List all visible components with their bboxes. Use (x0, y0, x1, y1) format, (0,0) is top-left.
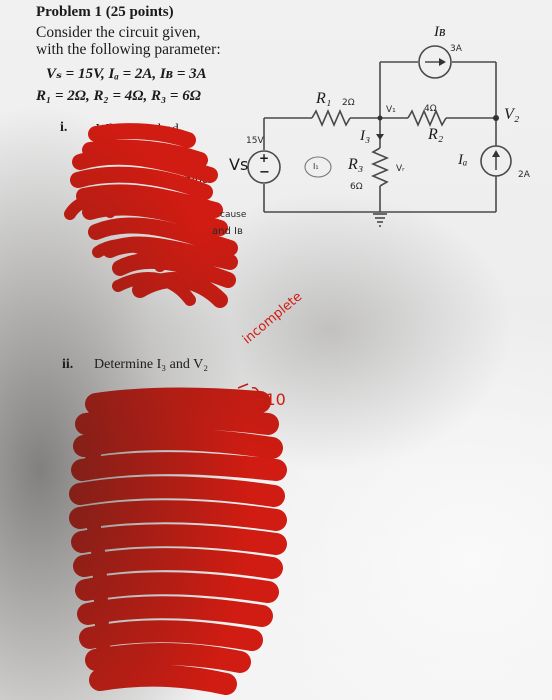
r2-label: R₂ (428, 126, 444, 143)
vs-label: Vs (229, 155, 249, 174)
i3-label: I₃ (360, 128, 371, 144)
handwritten-ib-value: 3A (450, 44, 462, 54)
red-marker-scribble-part-i (64, 123, 238, 308)
v2-label: V₂ (504, 106, 520, 123)
i3-arrow-icon (376, 134, 384, 140)
ib-label: Iʙ (434, 24, 446, 40)
handwritten-and-ib: and Iʙ (212, 226, 243, 237)
node-v2-dot (493, 115, 499, 121)
handwritten-cause: cause (220, 210, 247, 220)
ib-arrow-icon (439, 58, 446, 66)
handwritten-node-v1: V₁ (386, 105, 396, 115)
handwritten-ia-value: 2A (518, 170, 530, 180)
handwritten-r2-value: 4Ω (424, 104, 437, 114)
ia-label: Iₐ (458, 152, 468, 168)
handwritten-r1-value: 2Ω (342, 98, 355, 108)
handwritten-vs-value: 15V (246, 136, 264, 146)
vs-plus-sign: + (259, 151, 270, 165)
grader-score: −10 (252, 390, 286, 409)
node-dot (377, 115, 383, 121)
r1-label: R₁ (316, 90, 332, 107)
ia-arrow-icon (492, 150, 500, 157)
vs-minus-sign: − (259, 165, 270, 180)
handwritten-r3-value: 6Ω (350, 182, 363, 192)
r3-label: R₃ (348, 156, 364, 173)
red-marker-scribble-part-ii (69, 387, 287, 695)
handwritten-i1: I₁ (313, 162, 319, 171)
resistor-r1 (311, 108, 351, 128)
resistor-r3 (370, 147, 390, 187)
handwritten-vr3: Vᵣ (396, 164, 405, 174)
